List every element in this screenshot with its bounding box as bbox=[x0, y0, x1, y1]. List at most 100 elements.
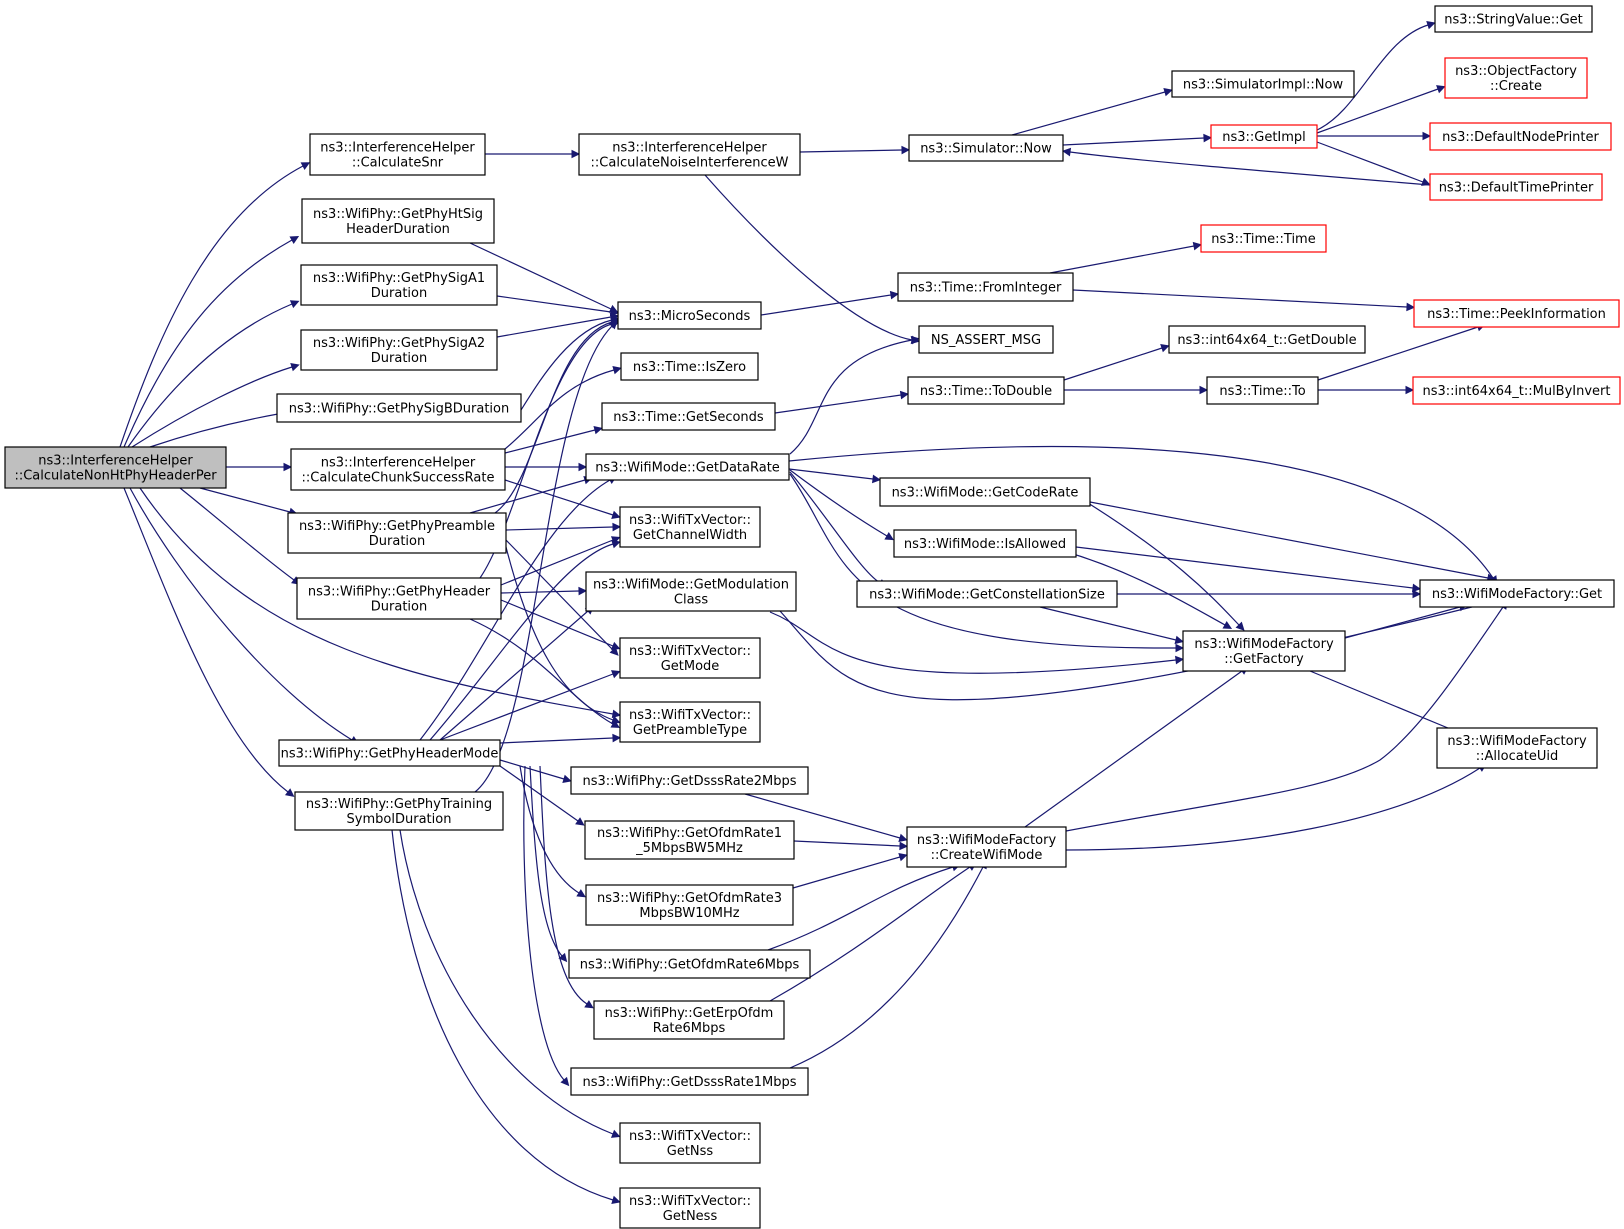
node-pretype[interactable]: ns3::WifiTxVector::GetPreambleType bbox=[619, 701, 761, 743]
arrowhead-constsize-to-factory bbox=[1174, 635, 1184, 645]
node-createmode[interactable]: ns3::WifiModeFactory::CreateWifiMode bbox=[906, 826, 1067, 868]
node-headermode[interactable]: ns3::WifiPhy::GetPhyHeaderMode bbox=[278, 739, 501, 767]
node-iszero[interactable]: ns3::Time::IsZero bbox=[620, 352, 759, 381]
node-label-chanwidth-1: GetChannelWidth bbox=[633, 528, 747, 543]
node-ness[interactable]: ns3::WifiTxVector::GetNess bbox=[619, 1187, 761, 1229]
node-label-ness-0: ns3::WifiTxVector:: bbox=[629, 1194, 751, 1209]
node-sigb[interactable]: ns3::WifiPhy::GetPhySigBDuration bbox=[276, 393, 522, 423]
node-objcreate[interactable]: ns3::ObjectFactory::Create bbox=[1444, 57, 1588, 99]
node-constsize[interactable]: ns3::WifiMode::GetConstellationSize bbox=[856, 580, 1118, 608]
node-mulinv[interactable]: ns3::int64x64_t::MulByInvert bbox=[1412, 376, 1621, 405]
node-implnow[interactable]: ns3::SimulatorImpl::Now bbox=[1171, 70, 1355, 98]
arrowhead-headermode-to-ofdm1_5 bbox=[575, 817, 585, 826]
arrowhead-header-to-chanwidth bbox=[610, 536, 621, 545]
arrowhead-getsec-to-todouble bbox=[899, 390, 910, 400]
node-training[interactable]: ns3::WifiPhy::GetPhyTrainingSymbolDurati… bbox=[294, 791, 504, 831]
arrowhead-headermode-to-getmode bbox=[610, 670, 621, 679]
node-box-datarate bbox=[585, 453, 790, 481]
node-chanwidth[interactable]: ns3::WifiTxVector::GetChannelWidth bbox=[619, 506, 761, 548]
call-edge-headermode-to-erp6 bbox=[539, 765, 588, 1005]
node-box-root bbox=[4, 446, 227, 489]
call-edge-datarate-to-isallowed bbox=[789, 469, 888, 537]
node-label-training-1: SymbolDuration bbox=[347, 812, 452, 827]
node-calcSnr[interactable]: ns3::InterferenceHelper::CalculateSnr bbox=[309, 133, 486, 176]
call-edge-preamble-to-getmode bbox=[505, 539, 614, 651]
arrowhead-root-to-pretype bbox=[611, 709, 621, 719]
node-getmode[interactable]: ns3::WifiTxVector::GetMode bbox=[619, 637, 761, 679]
node-label-ofdm1_5-0: ns3::WifiPhy::GetOfdmRate1 bbox=[597, 826, 782, 841]
call-edge-ofdm6-to-createmode bbox=[767, 866, 954, 951]
node-peek[interactable]: ns3::Time::PeekInformation bbox=[1413, 299, 1620, 328]
node-chunk[interactable]: ns3::InterferenceHelper::CalculateChunkS… bbox=[290, 448, 506, 491]
node-label-root-1: ::CalculateNonHtPhyHeaderPer bbox=[14, 469, 217, 484]
node-assert[interactable]: NS_ASSERT_MSG bbox=[918, 325, 1054, 354]
node-nss[interactable]: ns3::WifiTxVector::GetNss bbox=[619, 1122, 761, 1164]
node-todouble[interactable]: ns3::Time::ToDouble bbox=[907, 376, 1065, 405]
node-ofdm6[interactable]: ns3::WifiPhy::GetOfdmRate6Mbps bbox=[568, 949, 811, 979]
arrowhead-getimpl-to-nodeprinter bbox=[1422, 131, 1432, 141]
node-dsss2[interactable]: ns3::WifiPhy::GetDsssRate2Mbps bbox=[570, 766, 809, 795]
call-edge-ofdm3-to-createmode bbox=[792, 856, 901, 889]
call-edge-headermode-to-ofdm3 bbox=[519, 765, 580, 894]
node-ofdm1_5[interactable]: ns3::WifiPhy::GetOfdmRate1_5MbpsBW5MHz bbox=[584, 820, 795, 860]
node-noise[interactable]: ns3::InterferenceHelper::CalculateNoiseI… bbox=[578, 133, 801, 176]
call-edge-getimpl-to-objcreate bbox=[1316, 88, 1439, 134]
node-label-getimpl-0: ns3::GetImpl bbox=[1222, 130, 1306, 145]
node-micro[interactable]: ns3::MicroSeconds bbox=[617, 301, 762, 330]
node-box-siga1 bbox=[300, 264, 498, 306]
node-box-nss bbox=[619, 1122, 761, 1164]
node-label-iszero-0: ns3::Time::IsZero bbox=[633, 360, 746, 375]
node-timeprinter[interactable]: ns3::DefaultTimePrinter bbox=[1429, 173, 1603, 201]
node-factget[interactable]: ns3::WifiModeFactory::Get bbox=[1419, 579, 1615, 608]
node-dsss1[interactable]: ns3::WifiPhy::GetDsssRate1Mbps bbox=[570, 1067, 809, 1096]
call-edge-modclass-to-factory bbox=[769, 611, 1177, 674]
node-nodeprinter[interactable]: ns3::DefaultNodePrinter bbox=[1429, 122, 1612, 151]
node-coderate[interactable]: ns3::WifiMode::GetCodeRate bbox=[879, 477, 1091, 507]
node-label-calcSnr-0: ns3::InterferenceHelper bbox=[320, 141, 475, 156]
node-getdouble[interactable]: ns3::int64x64_t::GetDouble bbox=[1168, 325, 1366, 354]
node-timeto[interactable]: ns3::Time::To bbox=[1206, 376, 1319, 405]
node-allocuid[interactable]: ns3::WifiModeFactory::AllocateUid bbox=[1436, 727, 1598, 769]
arrowhead-getimpl-to-objcreate bbox=[1436, 85, 1446, 94]
node-box-getsec bbox=[601, 402, 776, 431]
node-getimpl[interactable]: ns3::GetImpl bbox=[1210, 124, 1318, 149]
call-edge-headermode-to-chanwidth bbox=[429, 543, 614, 741]
node-isallowed[interactable]: ns3::WifiMode::IsAllowed bbox=[893, 529, 1077, 558]
call-edge-coderate-to-factget bbox=[1089, 501, 1489, 579]
node-label-erp6-1: Rate6Mbps bbox=[653, 1021, 726, 1036]
node-label-implnow-0: ns3::SimulatorImpl::Now bbox=[1183, 78, 1344, 93]
arrowhead-simnow-to-implnow bbox=[1163, 87, 1173, 97]
call-edge-simnow-to-implnow bbox=[1011, 91, 1166, 136]
node-root[interactable]: ns3::InterferenceHelper::CalculateNonHtP… bbox=[4, 446, 227, 489]
node-getsec[interactable]: ns3::Time::GetSeconds bbox=[601, 402, 776, 431]
node-box-fromint bbox=[897, 272, 1074, 302]
call-edge-htsig-to-micro bbox=[469, 242, 612, 310]
node-fromint[interactable]: ns3::Time::FromInteger bbox=[897, 272, 1074, 302]
node-box-erp6 bbox=[593, 1000, 785, 1040]
node-strget[interactable]: ns3::StringValue::Get bbox=[1434, 5, 1593, 33]
call-edge-preamble-to-datarate bbox=[469, 479, 586, 514]
node-label-strget-0: ns3::StringValue::Get bbox=[1444, 13, 1582, 28]
call-edge-modclass-to-factget bbox=[779, 599, 1501, 701]
node-box-modclass bbox=[585, 571, 797, 612]
node-label-modclass-0: ns3::WifiMode::GetModulation bbox=[593, 578, 789, 593]
node-label-nodeprinter-0: ns3::DefaultNodePrinter bbox=[1442, 130, 1599, 145]
node-factory[interactable]: ns3::WifiModeFactory::GetFactory bbox=[1182, 630, 1346, 672]
node-label-todouble-0: ns3::Time::ToDouble bbox=[920, 384, 1052, 399]
call-edge-root-to-preamble bbox=[199, 487, 291, 513]
node-box-pretype bbox=[619, 701, 761, 743]
node-timetime[interactable]: ns3::Time::Time bbox=[1200, 224, 1327, 253]
arrowhead-headermode-to-ofdm3 bbox=[576, 889, 586, 898]
node-datarate[interactable]: ns3::WifiMode::GetDataRate bbox=[585, 453, 790, 481]
node-simnow[interactable]: ns3::Simulator::Now bbox=[908, 134, 1064, 162]
node-label-headermode-0: ns3::WifiPhy::GetPhyHeaderMode bbox=[281, 747, 499, 762]
call-edge-ofdm1_5-to-createmode bbox=[793, 840, 901, 847]
